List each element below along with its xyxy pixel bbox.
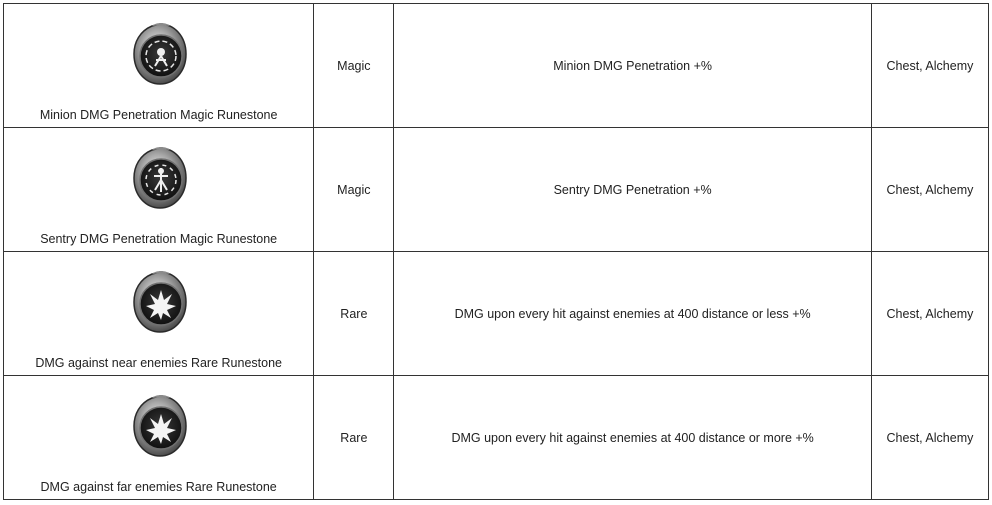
item-cell: Minion DMG Penetration Magic Runestone	[2, 3, 315, 128]
item-name: Sentry DMG Penetration Magic Runestone	[40, 232, 278, 246]
item-cell: DMG against near enemies Rare Runestone	[2, 251, 315, 376]
table-row: DMG against far enemies Rare Runestone R…	[2, 375, 990, 500]
table-row: DMG against near enemies Rare Runestone …	[2, 251, 990, 376]
rarity-cell: Magic	[313, 127, 395, 252]
item-name: DMG against near enemies Rare Runestone	[35, 356, 282, 370]
effect-cell: Sentry DMG Penetration +%	[393, 127, 872, 252]
source-cell: Chest, Alchemy	[870, 251, 990, 376]
rarity-cell: Rare	[313, 251, 395, 376]
minion-rune-icon	[133, 23, 187, 85]
runestone-table: Minion DMG Penetration Magic Runestone M…	[2, 3, 990, 500]
item-cell: Sentry DMG Penetration Magic Runestone	[2, 127, 315, 252]
effect-cell: DMG upon every hit against enemies at 40…	[393, 375, 872, 500]
source-cell: Chest, Alchemy	[870, 375, 990, 500]
rarity-cell: Magic	[313, 3, 395, 128]
item-name: DMG against far enemies Rare Runestone	[40, 480, 277, 494]
item-name: Minion DMG Penetration Magic Runestone	[39, 108, 278, 122]
sentry-rune-icon	[133, 147, 187, 209]
table-row: Sentry DMG Penetration Magic Runestone M…	[2, 127, 990, 252]
item-cell: DMG against far enemies Rare Runestone	[2, 375, 315, 500]
source-cell: Chest, Alchemy	[870, 3, 990, 128]
table-row: Minion DMG Penetration Magic Runestone M…	[2, 3, 990, 128]
effect-cell: DMG upon every hit against enemies at 40…	[393, 251, 872, 376]
source-cell: Chest, Alchemy	[870, 127, 990, 252]
effect-cell: Minion DMG Penetration +%	[393, 3, 872, 128]
rarity-cell: Rare	[313, 375, 395, 500]
flame-rune-icon	[133, 395, 187, 457]
flame-rune-icon	[133, 271, 187, 333]
